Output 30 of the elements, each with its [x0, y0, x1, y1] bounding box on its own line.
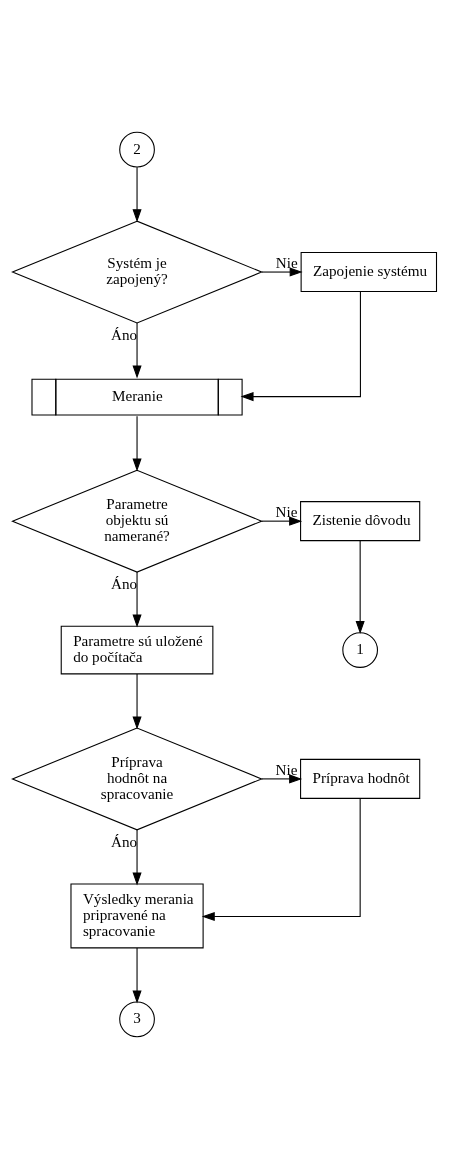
arrow	[261, 774, 303, 784]
node-box: Výsledky merania pripravené na spracovanie	[70, 883, 204, 949]
node-circle: 3	[119, 1001, 155, 1038]
node-box: Príprava hodnôt	[300, 758, 421, 799]
edge-label: Áno	[110, 575, 138, 593]
edge-label: Nie	[275, 503, 298, 521]
arrow	[355, 540, 365, 634]
node-box: Zapojenie systému	[300, 252, 438, 293]
arrow	[132, 322, 142, 379]
arrow	[132, 415, 142, 472]
node-diamond: Systém je zapojený?	[11, 220, 263, 324]
arrow	[261, 267, 303, 277]
node-box: Parametre sú uložené do počítača	[60, 625, 214, 675]
arrow	[132, 571, 142, 628]
arrow	[132, 673, 142, 730]
arrow	[132, 947, 142, 1004]
edge-label: Nie	[275, 253, 298, 271]
edge-label: Áno	[110, 326, 138, 344]
node-circle: 2	[119, 131, 155, 168]
edge-label: Áno	[110, 833, 138, 851]
node-circle: 1	[342, 632, 379, 668]
arrow	[132, 829, 142, 886]
arrow	[132, 166, 142, 223]
node-diamond: Parametre objektu sú namerané?	[11, 469, 263, 573]
node-box: Zistenie dôvodu	[300, 501, 421, 542]
arrow	[261, 516, 303, 526]
arrow	[201, 798, 361, 921]
arrow	[240, 291, 361, 402]
edge-label: Nie	[275, 760, 298, 778]
node-diamond: Príprava hodnôt na spracovanie	[11, 727, 263, 831]
